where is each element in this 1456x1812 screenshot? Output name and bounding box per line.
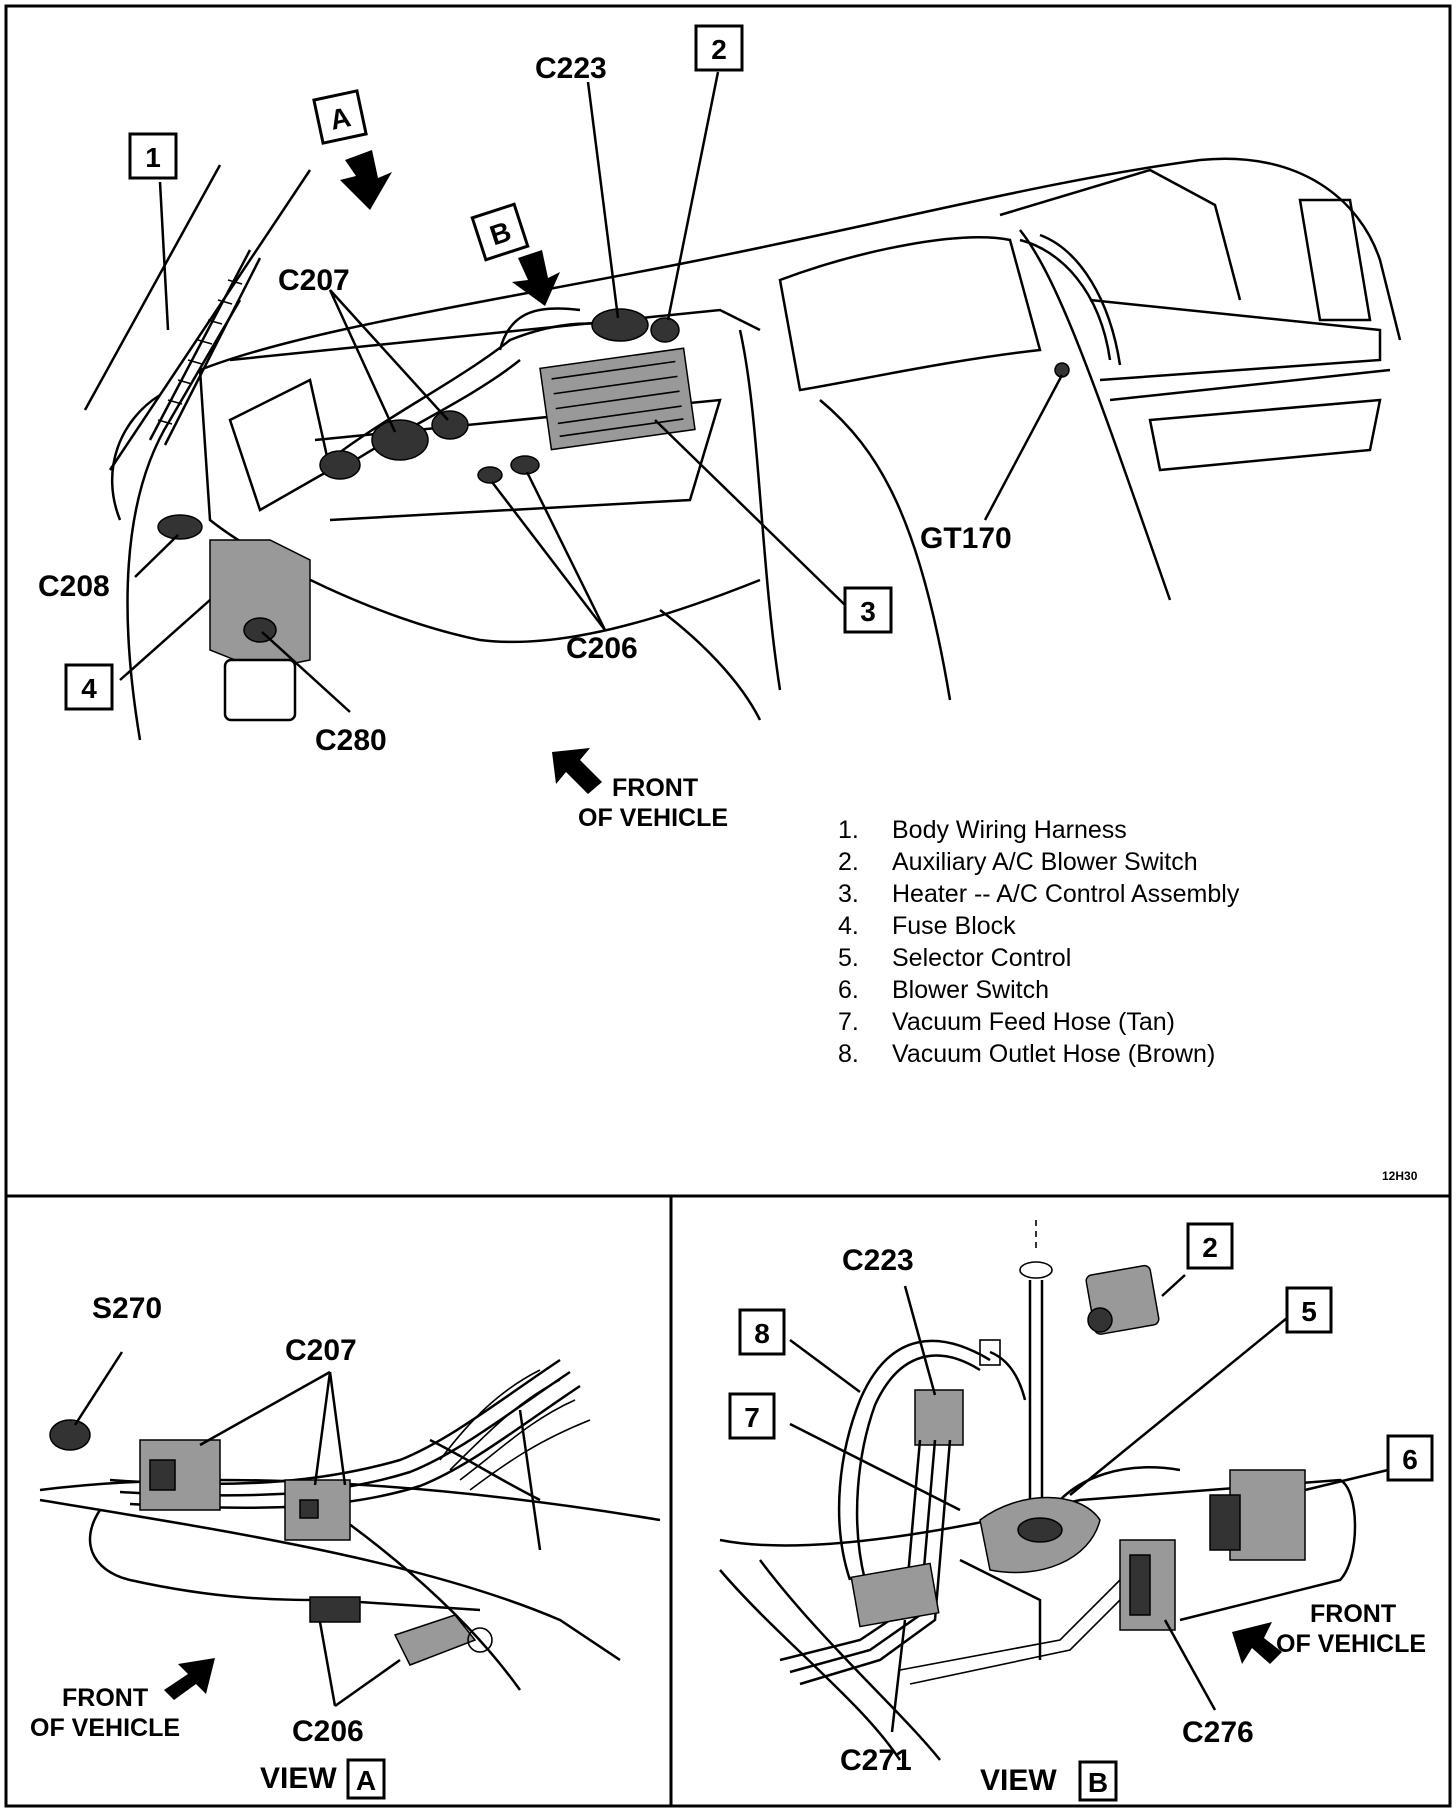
svg-text:2: 2 [1202, 1232, 1218, 1263]
svg-text:6: 6 [1402, 1444, 1418, 1475]
svg-text:OF VEHICLE: OF VEHICLE [578, 804, 728, 832]
label-view-a-c207: C207 [285, 1334, 357, 1367]
view-b-title: VIEW B [980, 1760, 1118, 1802]
label-c271: C271 [840, 1744, 912, 1777]
svg-text:2: 2 [711, 34, 727, 65]
view-b-callout-8: 8 [738, 1308, 786, 1356]
view-arrow-a: A [312, 89, 392, 210]
c206-connector-a [309, 1596, 361, 1623]
label-view-a-c206: C206 [292, 1715, 364, 1748]
legend-num-3: 3. [838, 880, 859, 908]
blower-switch [1229, 1469, 1306, 1561]
view-b-callout-5: 5 [1285, 1286, 1333, 1334]
svg-text:VIEW: VIEW [980, 1764, 1057, 1797]
view-b-callout-2: 2 [1186, 1222, 1234, 1270]
view-b-leader-lines [789, 1274, 1389, 1733]
legend-num-8: 8. [838, 1040, 859, 1068]
legend-num-4: 4. [838, 912, 859, 940]
legend-label-6: Blower Switch [892, 976, 1049, 1004]
front-arrow-icon [552, 748, 602, 794]
legend-num-7: 7. [838, 1008, 859, 1036]
main-leader-lines [119, 71, 1064, 713]
svg-text:5: 5 [1301, 1296, 1317, 1327]
svg-text:8: 8 [754, 1318, 770, 1349]
dashboard-illustration [83, 157, 1402, 741]
svg-text:A: A [356, 1765, 376, 1796]
view-b-illustration [719, 1220, 1357, 1761]
legend-num-6: 6. [838, 976, 859, 1004]
c223-connector [914, 1389, 964, 1446]
front-arrow-icon [1232, 1622, 1282, 1664]
fuse-block [209, 539, 311, 671]
svg-text:B: B [1088, 1767, 1108, 1798]
legend-label-7: Vacuum Feed Hose (Tan) [892, 1008, 1175, 1036]
front-arrow-icon [164, 1658, 215, 1700]
view-b-callout-7: 7 [728, 1392, 776, 1440]
label-s270: S270 [92, 1292, 162, 1325]
legend-num-1: 1. [838, 816, 859, 844]
front-of-vehicle-view-b: FRONT OF VEHICLE [1232, 1600, 1426, 1664]
legend-label-1: Body Wiring Harness [892, 816, 1127, 844]
c206-connector-b [393, 1614, 477, 1666]
svg-text:FRONT: FRONT [612, 774, 698, 802]
svg-text:4: 4 [81, 673, 97, 704]
front-of-vehicle-view-a: FRONT OF VEHICLE [30, 1658, 215, 1742]
label-c208: C208 [38, 570, 110, 603]
svg-text:1: 1 [145, 142, 161, 173]
callout-4: 4 [64, 663, 114, 711]
svg-text:FRONT: FRONT [62, 1684, 148, 1712]
callout-1: 1 [128, 132, 178, 180]
legend-label-2: Auxiliary A/C Blower Switch [892, 848, 1198, 876]
legend-label-3: Heater -- A/C Control Assembly [892, 880, 1240, 908]
label-c223: C223 [535, 52, 607, 85]
label-gt170: GT170 [920, 522, 1012, 555]
legend-label-4: Fuse Block [892, 912, 1016, 940]
view-a-title: VIEW A [260, 1758, 386, 1800]
legend-label-8: Vacuum Outlet Hose (Brown) [892, 1040, 1215, 1068]
callout-3: 3 [843, 586, 893, 634]
legend-label-5: Selector Control [892, 944, 1071, 972]
svg-text:FRONT: FRONT [1310, 1600, 1396, 1628]
label-view-b-c223: C223 [842, 1244, 914, 1277]
c271-connector [850, 1562, 940, 1628]
label-c206: C206 [566, 632, 638, 665]
label-c280: C280 [315, 724, 387, 757]
view-b-callout-6: 6 [1386, 1434, 1434, 1482]
legend-num-2: 2. [838, 848, 859, 876]
legend: 1. Body Wiring Harness 2. Auxiliary A/C … [838, 816, 1240, 1068]
heater-control-module [539, 347, 696, 451]
svg-text:OF VEHICLE: OF VEHICLE [1276, 1630, 1426, 1658]
view-a-leader-lines [73, 1351, 401, 1708]
legend-num-5: 5. [838, 944, 859, 972]
view-arrow-b: B [470, 202, 560, 306]
svg-text:VIEW: VIEW [260, 1762, 337, 1795]
outer-frame [4, 4, 1452, 1808]
svg-text:7: 7 [744, 1402, 760, 1433]
label-c207: C207 [278, 264, 350, 297]
callout-2: 2 [694, 24, 744, 72]
front-of-vehicle-main: FRONT OF VEHICLE [552, 748, 728, 832]
label-c276: C276 [1182, 1716, 1254, 1749]
svg-text:3: 3 [860, 596, 876, 627]
reference-code: 12H30 [1382, 1169, 1418, 1183]
svg-text:OF VEHICLE: OF VEHICLE [30, 1714, 180, 1742]
view-a-illustration [39, 1358, 661, 1691]
